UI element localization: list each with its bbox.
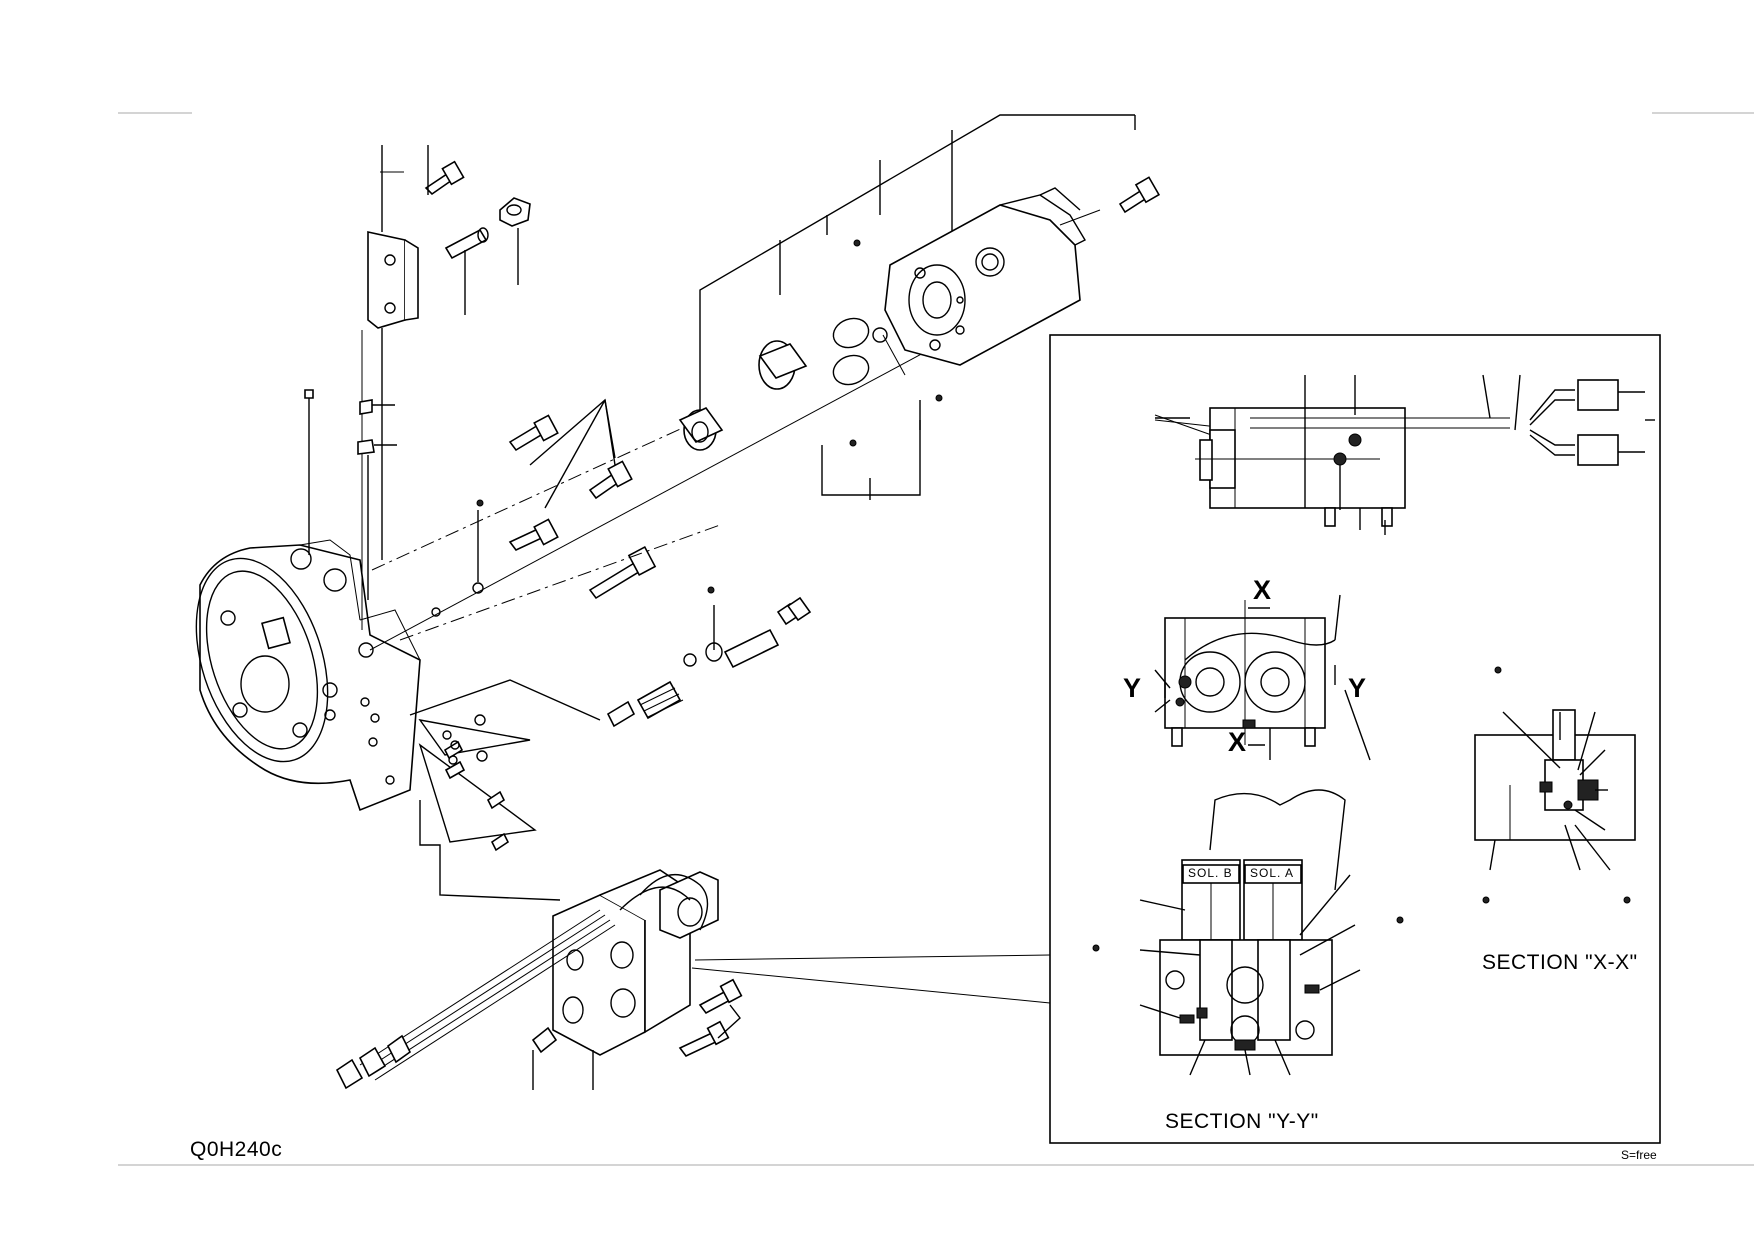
marker-dots-main [476,239,943,594]
cut-marker-y-left: Y [1123,673,1142,703]
solenoid-a-label: SOL. A [1250,866,1295,880]
cut-marker-x-bottom: X [1228,727,1247,757]
bolt-top-left [424,145,465,196]
marker-dots-inset [1092,666,1631,952]
cut-marker-y-right: Y [1348,673,1367,703]
section-xx-title: SECTION "X-X" [1482,951,1638,974]
detail-inset-frame [1049,334,1661,1144]
page-rules [118,112,1754,1166]
inset-valve-top-view [1154,374,1655,535]
inset-section-xx-view [1474,709,1636,871]
pump-housing [195,539,421,812]
side-plugs [418,714,537,852]
gear-pump [884,176,1161,366]
cut-marker-x-top: X [1253,575,1272,605]
drawing-code: Q0H240c [190,1138,283,1161]
small-fittings [304,389,397,600]
relief-valve [409,596,812,728]
solenoid-valve-block [335,800,1051,1090]
section-yy-title: SECTION "Y-Y" [1165,1110,1319,1133]
spacer-sleeve [444,227,489,315]
solenoid-b-label: SOL. B [1188,866,1233,880]
inset-valve-front-view [1154,594,1371,761]
scale-note: S=free [1621,1148,1657,1162]
housing-bolts [508,398,657,600]
assembly-leader-lines [369,114,1136,651]
hex-nut [499,197,531,285]
clamp-block [361,145,419,630]
seal-rings [431,317,906,617]
inset-section-yy-view [1139,789,1361,1076]
